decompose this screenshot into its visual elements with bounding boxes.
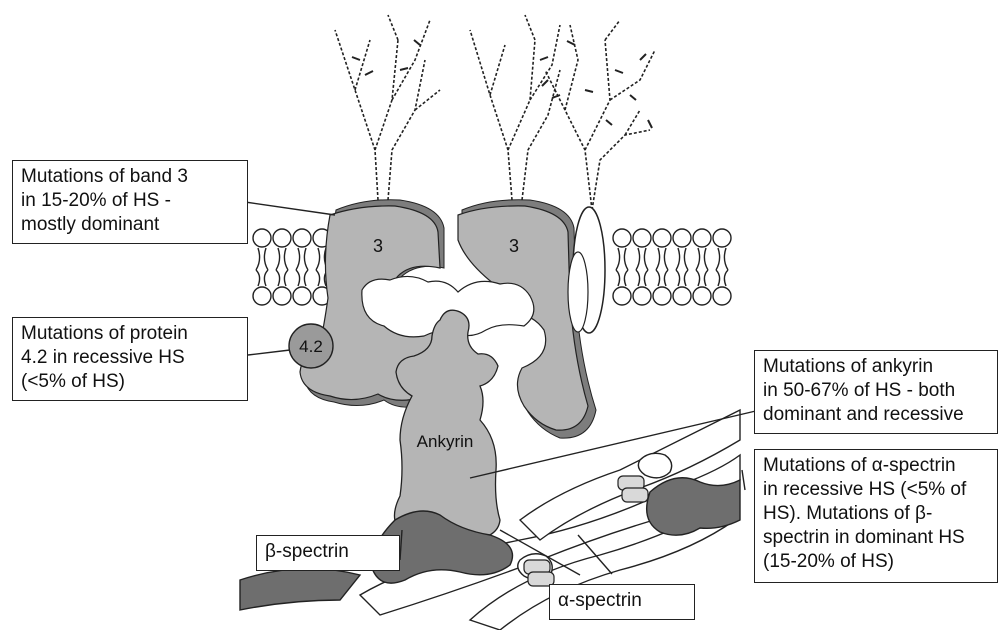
protein-4-2-callout-line-3: (<5% of HS) (21, 370, 239, 394)
band3-callout-line-2: in 15-20% of HS - (21, 189, 239, 213)
ankyrin-callout-line-2: in 50-67% of HS - both (763, 379, 989, 403)
beta-spectrin-label: β-spectrin (256, 535, 400, 571)
alpha-spectrin-text: α-spectrin (558, 589, 686, 613)
protein-4-2-callout-line-1: Mutations of protein (21, 322, 239, 346)
alpha-spectrin-label: α-spectrin (549, 584, 695, 620)
glycan-tree-ticks (352, 40, 652, 128)
band3-callout-line-1: Mutations of band 3 (21, 165, 239, 189)
glycophorin-inner (568, 252, 588, 332)
beta-spectrin-text: β-spectrin (265, 540, 391, 564)
lipid-bilayer-right (613, 229, 731, 305)
ankyrin-label: Ankyrin (417, 432, 474, 451)
ankyrin-callout-line-1: Mutations of ankyrin (763, 355, 989, 379)
protein-4-2-callout: Mutations of protein 4.2 in recessive HS… (12, 317, 248, 401)
spectrin-callout-line-4: spectrin in dominant HS (763, 526, 989, 550)
band3-label-left: 3 (373, 236, 383, 256)
protein-4-2-callout-line-2: 4.2 in recessive HS (21, 346, 239, 370)
band3-callout-line-3: mostly dominant (21, 213, 239, 237)
spectrin-callout-line-5: (15-20% of HS) (763, 550, 989, 574)
spectrin-callout: Mutations of α-spectrin in recessive HS … (754, 449, 998, 583)
spectrin-callout-line-2: in recessive HS (<5% of (763, 478, 989, 502)
ankyrin-callout: Mutations of ankyrin in 50-67% of HS - b… (754, 350, 998, 434)
band3-label-right: 3 (509, 236, 519, 256)
glycan-trees (335, 15, 655, 210)
spectrin-callout-line-3: HS). Mutations of β- (763, 502, 989, 526)
protein-4-2-label: 4.2 (299, 337, 323, 356)
ankyrin-callout-line-3: dominant and recessive (763, 403, 989, 427)
lipid-bilayer-left (253, 229, 331, 305)
spectrin-callout-line-1: Mutations of α-spectrin (763, 454, 989, 478)
band3-callout: Mutations of band 3 in 15-20% of HS - mo… (12, 160, 248, 244)
